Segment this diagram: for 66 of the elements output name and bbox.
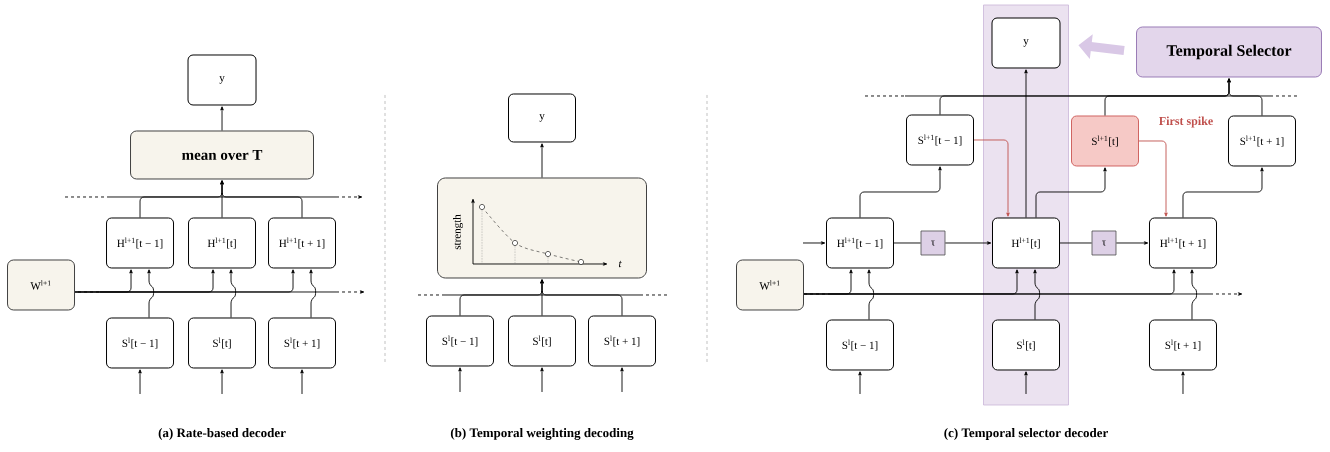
arrow: [1138, 140, 1168, 217]
spike-box: S$^{l+1}$[t + 1]: [1228, 115, 1296, 167]
spike-box: S$^{l}$[t]: [188, 317, 256, 369]
spike-box: S$^{l}$[t − 1]: [826, 319, 894, 371]
spike-box: S$^{l}$[t]: [508, 315, 576, 367]
spike-box: S$^{l}$[t + 1]: [588, 315, 656, 367]
arrow: [944, 241, 992, 245]
arrow: [220, 369, 224, 395]
weight-box: W$^{l+1}$: [7, 259, 75, 311]
arrow: [973, 139, 1010, 217]
state-box: H$^{l+1}$[t + 1]: [268, 217, 336, 269]
connector-line: [893, 242, 922, 244]
state-box: H$^{l+1}$[t]: [188, 217, 256, 269]
arrow: [220, 180, 303, 218]
spike-box: S$^{l+1}$[t − 1]: [906, 114, 974, 166]
arrow: [540, 367, 544, 393]
connector-line: [1059, 242, 1093, 244]
arrow: [1115, 241, 1149, 245]
arrow: [1181, 371, 1185, 395]
output-box: y: [991, 17, 1061, 69]
arrow: [220, 106, 224, 131]
delay-box: τ: [1091, 230, 1117, 256]
arrow: [867, 269, 875, 320]
mean-box: mean over T: [130, 130, 314, 180]
spike-box: S$^{l+1}$[t]: [1071, 115, 1139, 167]
state-box: H$^{l+1}$[t + 1]: [1149, 217, 1217, 269]
spike-box: S$^{l}$[t + 1]: [268, 317, 336, 369]
output-box: y: [508, 93, 576, 143]
arrow: [1033, 269, 1041, 320]
arrow: [300, 369, 304, 395]
arrow: [620, 367, 624, 393]
arrow: [803, 269, 1176, 295]
arrow: [858, 371, 862, 395]
delay-box: τ: [920, 230, 946, 256]
selector-box: Temporal Selector: [1136, 26, 1322, 78]
arrow: [309, 269, 317, 318]
state-box: H$^{l+1}$[t]: [992, 217, 1060, 269]
state-box: H$^{l+1}$[t − 1]: [826, 217, 894, 269]
axis-label: strength: [453, 214, 463, 250]
state-box: H$^{l+1}$[t − 1]: [106, 217, 174, 269]
arrow: [802, 241, 826, 245]
spike-box: S$^{l}$[t − 1]: [106, 317, 174, 369]
arrow: [1024, 69, 1028, 218]
output-box: y: [187, 54, 257, 106]
axis-label: t: [618, 260, 622, 268]
arrow: [1227, 78, 1263, 116]
weight-box: W$^{l+1}$: [736, 259, 804, 311]
arrow: [1182, 167, 1264, 218]
caption: (b) Temporal weighting decoding: [450, 428, 634, 440]
arrow: [458, 367, 462, 393]
spike-box: S$^{l}$[t + 1]: [1149, 319, 1217, 371]
arrow: [1190, 269, 1198, 320]
arrow: [1024, 371, 1028, 395]
spike-box: S$^{l}$[t − 1]: [426, 315, 494, 367]
arrow: [74, 269, 295, 293]
caption: (a) Rate-based decoder: [158, 428, 286, 440]
spike-box: S$^{l}$[t]: [992, 319, 1060, 371]
caption: (c) Temporal selector decoder: [944, 428, 1108, 440]
edge-label: First spike: [1157, 115, 1215, 129]
arrow: [540, 143, 544, 178]
arrow: [859, 166, 942, 218]
arrow: [229, 269, 237, 318]
arrow: [147, 269, 155, 318]
arrow: [138, 369, 142, 395]
arrow: [540, 279, 623, 316]
arrow: [1035, 167, 1107, 218]
